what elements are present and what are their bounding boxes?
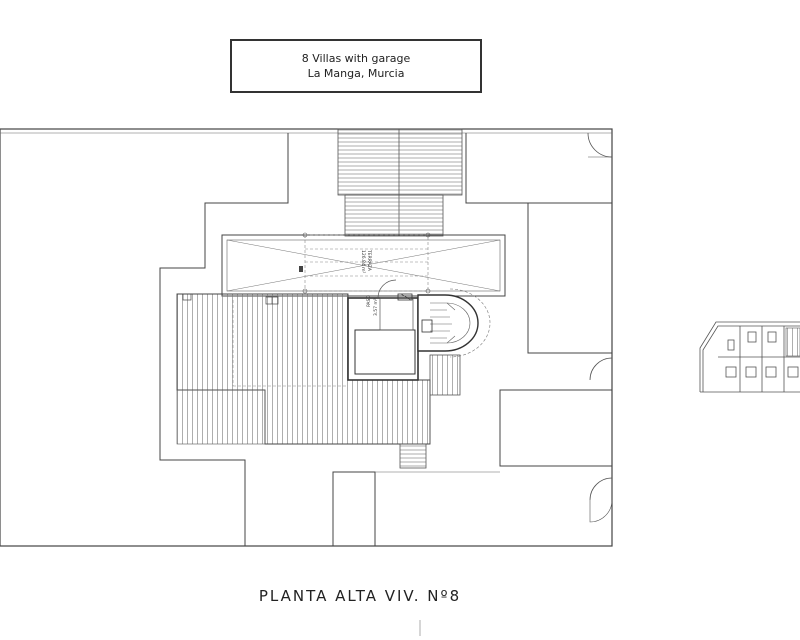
title-box: 8 Villas with garage La Manga, Murcia bbox=[230, 39, 482, 93]
pergola-grid bbox=[304, 234, 429, 292]
plan-caption: PLANTA ALTA VIV. Nº8 bbox=[258, 587, 462, 605]
door-arc-3 bbox=[589, 357, 613, 381]
location-key-plan bbox=[699, 321, 800, 393]
parking-bay bbox=[332, 471, 376, 547]
drain-icon bbox=[299, 266, 303, 272]
stair-tower-wall bbox=[417, 294, 479, 352]
door-arc-4 bbox=[589, 477, 613, 501]
neighbour-block-upper bbox=[527, 202, 613, 354]
title-line-2: La Manga, Murcia bbox=[307, 67, 405, 80]
title-line-1: 8 Villas with garage bbox=[301, 52, 411, 65]
spiral-stair bbox=[430, 302, 471, 344]
vent-icon-1 bbox=[182, 293, 192, 301]
deck-lower-left bbox=[176, 389, 266, 445]
room-label-terraza: TERRAZA bbox=[366, 249, 372, 272]
ground-floor-outline bbox=[159, 133, 289, 546]
deck-stair-bottom bbox=[399, 443, 427, 469]
column-icon bbox=[397, 293, 413, 301]
neighbour-block-lower bbox=[499, 389, 613, 467]
room-area-terraza: 126.84 m² bbox=[360, 250, 366, 274]
room-label-paso: PASO bbox=[366, 295, 372, 307]
key-plan-highlight bbox=[785, 327, 800, 357]
deck-step-right bbox=[429, 354, 461, 396]
room-area-paso: 3.57 m² bbox=[373, 298, 379, 316]
paso-room bbox=[379, 297, 414, 331]
door-arc-paso bbox=[377, 279, 397, 299]
access-deck-top bbox=[337, 128, 463, 196]
door-arc-1 bbox=[587, 132, 613, 158]
roof-terrace bbox=[221, 234, 506, 297]
access-deck-mid bbox=[344, 194, 444, 237]
